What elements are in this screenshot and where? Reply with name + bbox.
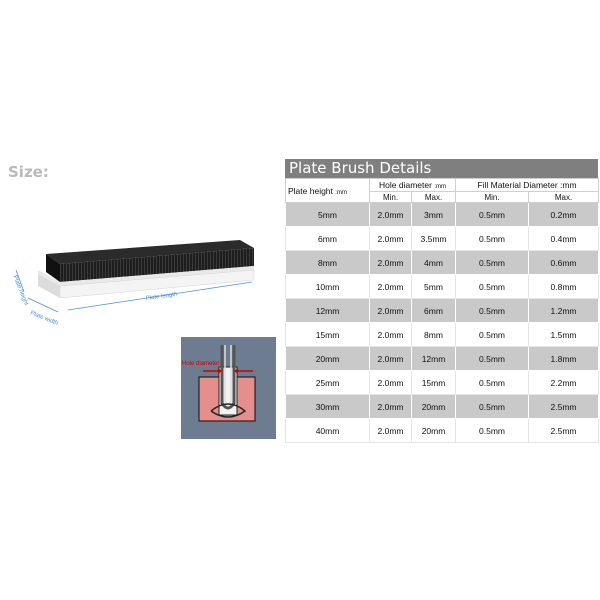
hole-min-cell: 2.0mm — [369, 346, 412, 371]
fill-max-cell: 0.2mm — [528, 202, 599, 227]
plate-height-cell: 25mm — [285, 370, 370, 395]
fill-max-cell: 0.4mm — [528, 226, 599, 251]
hole-max-cell: 6mm — [411, 298, 456, 323]
fill-max-cell: 0.6mm — [528, 250, 599, 275]
hole-min-cell: 2.0mm — [369, 226, 412, 251]
fill-max-cell: 2.5mm — [528, 418, 599, 443]
fill-min-cell: 0.5mm — [455, 298, 529, 323]
hole-min-cell: 2.0mm — [369, 418, 412, 443]
fill-min-cell: 0.5mm — [455, 370, 529, 395]
fill-max-cell: 1.8mm — [528, 346, 599, 371]
hole-min-cell: 2.0mm — [369, 394, 412, 419]
fill-max-cell: 1.5mm — [528, 322, 599, 347]
hole-max-cell: 20mm — [411, 394, 456, 419]
plate-height-cell: 12mm — [285, 298, 370, 323]
plate-height-cell: 6mm — [285, 226, 370, 251]
header-hole-min: Min. — [369, 191, 412, 203]
table-title: Plate Brush Details — [285, 159, 598, 178]
hole-min-cell: 2.0mm — [369, 202, 412, 227]
plate-height-cell: 30mm — [285, 394, 370, 419]
header-fill-diameter: Fill Material Diameter :mm — [455, 178, 599, 192]
hole-max-cell: 4mm — [411, 250, 456, 275]
fill-min-cell: 0.5mm — [455, 202, 529, 227]
hole-min-cell: 2.0mm — [369, 274, 412, 299]
header-hole-diameter: Hole diameter :mm — [369, 178, 456, 192]
fill-max-cell: 2.2mm — [528, 370, 599, 395]
fill-min-cell: 0.5mm — [455, 394, 529, 419]
hole-min-cell: 2.0mm — [369, 370, 412, 395]
plate-height-cell: 5mm — [285, 202, 370, 227]
hole-max-cell: 3mm — [411, 202, 456, 227]
hole-max-cell: 20mm — [411, 418, 456, 443]
fill-min-cell: 0.5mm — [455, 274, 529, 299]
plate-height-cell: 40mm — [285, 418, 370, 443]
fill-min-cell: 0.5mm — [455, 418, 529, 443]
fill-max-cell: 2.5mm — [528, 394, 599, 419]
plate-width-label: Plate width — [29, 310, 58, 327]
plate-brush-image: Plate height Plate width Plate length — [11, 240, 255, 327]
hole-diameter-label: Hole diameter — [182, 361, 219, 367]
header-plate-height: Plate height :mm — [285, 178, 370, 203]
fill-min-cell: 0.5mm — [455, 250, 529, 275]
plate-brush-table: Plate Brush Details Plate height :mm Hol… — [285, 159, 599, 443]
size-label: Size: — [8, 163, 49, 181]
fill-max-cell: 0.8mm — [528, 274, 599, 299]
fill-min-cell: 0.5mm — [455, 226, 529, 251]
hole-max-cell: 8mm — [411, 322, 456, 347]
header-fill-min: Min. — [455, 191, 529, 203]
fill-max-cell: 1.2mm — [528, 298, 599, 323]
fill-min-cell: 0.5mm — [455, 322, 529, 347]
header-fill-max: Max. — [528, 191, 599, 203]
plate-height-cell: 15mm — [285, 322, 370, 347]
hole-min-cell: 2.0mm — [369, 250, 412, 275]
hole-max-cell: 15mm — [411, 370, 456, 395]
hole-max-cell: 3.5mm — [411, 226, 456, 251]
hole-max-cell: 5mm — [411, 274, 456, 299]
hole-min-cell: 2.0mm — [369, 298, 412, 323]
plate-height-cell: 20mm — [285, 346, 370, 371]
hole-max-cell: 12mm — [411, 346, 456, 371]
fill-min-cell: 0.5mm — [455, 346, 529, 371]
plate-height-label: Plate height — [11, 275, 29, 307]
hole-diameter-image: Hole diameter — [181, 337, 276, 439]
hole-min-cell: 2.0mm — [369, 322, 412, 347]
plate-height-cell: 10mm — [285, 274, 370, 299]
plate-length-label: Plate length — [145, 292, 177, 302]
plate-height-cell: 8mm — [285, 250, 370, 275]
header-hole-max: Max. — [411, 191, 456, 203]
